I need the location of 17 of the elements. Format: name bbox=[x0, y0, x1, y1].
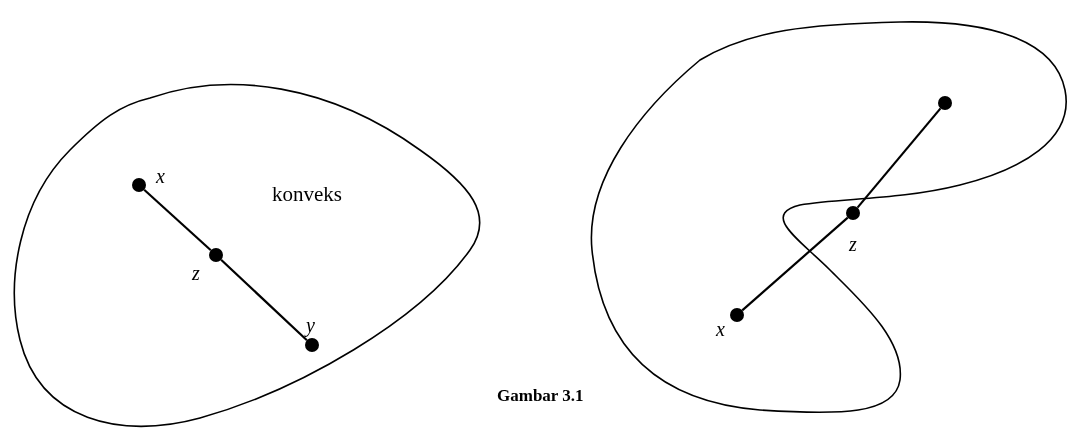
line-segment bbox=[220, 259, 308, 341]
point-label: x bbox=[156, 165, 165, 187]
point-dot bbox=[938, 96, 952, 110]
region-label: konveks bbox=[272, 182, 342, 207]
point-dot bbox=[132, 178, 146, 192]
line-segment bbox=[741, 216, 849, 312]
point-dot bbox=[846, 206, 860, 220]
point-label: y bbox=[306, 314, 315, 336]
point-dot bbox=[209, 248, 223, 262]
point-label: z bbox=[192, 262, 200, 284]
point-dot bbox=[730, 308, 744, 322]
point-label: x bbox=[716, 318, 725, 340]
line-segment bbox=[856, 107, 942, 209]
figure-caption: Gambar 3.1 bbox=[497, 386, 584, 406]
line-segment bbox=[143, 188, 212, 252]
point-dot bbox=[305, 338, 319, 352]
point-label: z bbox=[849, 233, 857, 255]
